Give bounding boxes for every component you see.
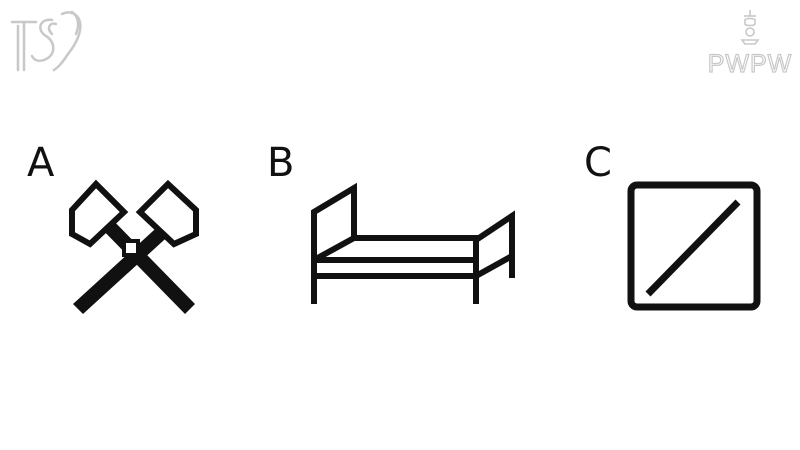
option-b-letter: B bbox=[267, 140, 295, 186]
crossed-hammers-icon bbox=[69, 179, 199, 314]
square-with-diagonal-icon bbox=[627, 181, 761, 311]
option-c-letter: C bbox=[584, 140, 612, 186]
ts-logo bbox=[10, 10, 82, 72]
pwpw-text: PWPW bbox=[708, 50, 793, 76]
pwpw-logo: PWPW bbox=[700, 4, 800, 79]
option-a-letter: A bbox=[27, 140, 55, 186]
pwpw-emblem-icon: PWPW bbox=[707, 10, 793, 79]
bed-icon bbox=[311, 182, 515, 304]
